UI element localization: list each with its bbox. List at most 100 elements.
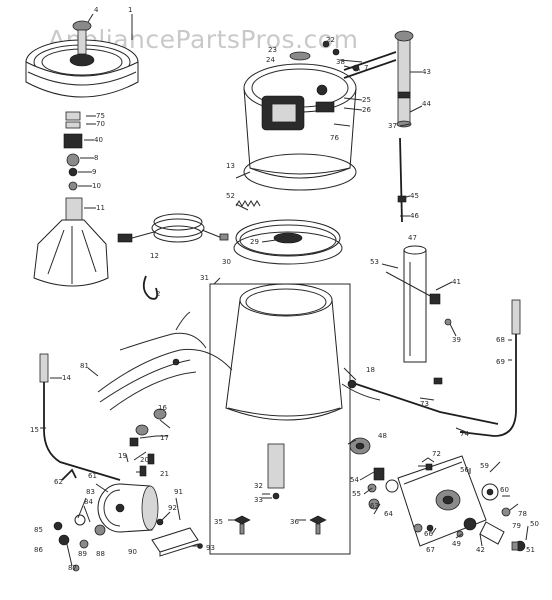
part-label-73: 73 (420, 400, 429, 408)
part-label-43: 43 (422, 68, 431, 76)
lever-switch (385, 271, 452, 326)
part-label-9: 9 (92, 168, 96, 176)
part-label-19: 19 (118, 452, 127, 460)
part-label-15: 15 (30, 426, 39, 434)
motor-bracket (151, 518, 203, 557)
part-label-18: 18 (366, 366, 375, 374)
part-label-46: 46 (410, 212, 419, 220)
part-label-67: 67 (426, 546, 435, 554)
part-label-81-top: 81 (80, 362, 89, 370)
part-label-74: 74 (460, 430, 469, 438)
agitator-hardware (63, 111, 83, 191)
motor-mounts (53, 514, 106, 572)
part-labels: 4 1 75 70 40 8 9 10 11 13 12 2 22 23 24 … (30, 6, 539, 572)
part-label-36: 36 (290, 518, 299, 526)
drive-shaft (394, 30, 414, 128)
part-label-26: 26 (362, 106, 371, 114)
part-label-91: 91 (174, 488, 183, 496)
part-label-21: 21 (160, 470, 169, 478)
part-label-78: 78 (518, 510, 527, 518)
wire-harness (97, 311, 233, 411)
part-label-62: 62 (54, 478, 63, 486)
part-label-87: 87 (68, 564, 77, 572)
tub-bracket (343, 51, 397, 79)
part-label-92: 92 (168, 504, 177, 512)
part-label-76: 76 (330, 134, 339, 142)
part-label-51: 51 (526, 546, 535, 554)
outer-tub-frame (209, 283, 351, 555)
spring (235, 200, 261, 207)
inlet-hose-fittings (129, 408, 167, 461)
left-hose (39, 353, 121, 481)
part-label-37: 37 (388, 122, 397, 130)
part-label-31: 31 (200, 274, 209, 282)
part-label-17: 17 (160, 434, 169, 442)
part-label-55: 55 (352, 490, 361, 498)
part-label-22: 22 (326, 36, 335, 44)
part-label-68: 68 (496, 336, 505, 344)
drain-hose (459, 299, 521, 437)
part-label-13: 13 (226, 162, 235, 170)
part-label-20: 20 (140, 456, 149, 464)
outer-tub (225, 283, 343, 421)
part-label-45: 45 (410, 192, 419, 200)
part-label-14: 14 (62, 374, 71, 382)
part-label-72: 72 (432, 450, 441, 458)
part-label-33: 33 (254, 496, 263, 504)
part-label-52: 52 (226, 192, 235, 200)
hose-clip (142, 275, 159, 300)
leveling-feet (233, 515, 327, 535)
support-post (267, 443, 285, 500)
part-label-47: 47 (408, 234, 417, 242)
part-label-8: 8 (94, 154, 98, 162)
part-label-38: 38 (336, 58, 345, 66)
part-label-24: 24 (266, 56, 275, 64)
transmission-housing (397, 455, 487, 547)
part-label-75: 75 (96, 112, 105, 120)
part-label-23: 23 (268, 46, 277, 54)
part-label-35: 35 (214, 518, 223, 526)
part-label-70: 70 (96, 120, 105, 128)
shaft-assembly (413, 483, 526, 552)
part-label-88: 88 (96, 550, 105, 558)
gear-parts (349, 437, 435, 510)
part-label-59: 59 (480, 462, 489, 470)
agitator (33, 197, 109, 287)
part-label-56: 56 (460, 466, 469, 474)
wash-tub (243, 40, 357, 191)
power-line (341, 377, 499, 425)
part-label-48: 48 (378, 432, 387, 440)
part-label-30: 30 (222, 258, 231, 266)
water-hose (117, 213, 229, 243)
pump-tube (403, 245, 427, 363)
part-label-40: 40 (94, 136, 103, 144)
leader-lines (40, 13, 529, 547)
part-label-93: 93 (206, 544, 215, 552)
shift-rod (397, 137, 407, 223)
part-label-69: 69 (496, 358, 505, 366)
part-label-84: 84 (84, 498, 93, 506)
tub-ring (233, 219, 343, 265)
part-label-85: 85 (34, 526, 43, 534)
part-label-25: 25 (362, 96, 371, 104)
part-label-50: 50 (530, 520, 539, 528)
part-label-86: 86 (34, 546, 43, 554)
part-label-83: 83 (86, 488, 95, 496)
part-label-42: 42 (476, 546, 485, 554)
part-label-7: 7 (364, 64, 368, 72)
drive-motor (97, 483, 159, 533)
part-label-64: 64 (384, 510, 393, 518)
part-label-11: 11 (96, 204, 105, 212)
part-label-61: 61 (88, 472, 97, 480)
part-label-4: 4 (94, 6, 99, 14)
part-label-41: 41 (452, 278, 461, 286)
part-label-32: 32 (254, 482, 263, 490)
part-label-10: 10 (92, 182, 101, 190)
part-label-12: 12 (150, 252, 159, 260)
agitator-pulley (25, 20, 139, 98)
part-label-89: 89 (78, 550, 87, 558)
part-label-90: 90 (128, 548, 137, 556)
part-label-66: 66 (424, 530, 433, 538)
small-bolts (139, 453, 155, 477)
